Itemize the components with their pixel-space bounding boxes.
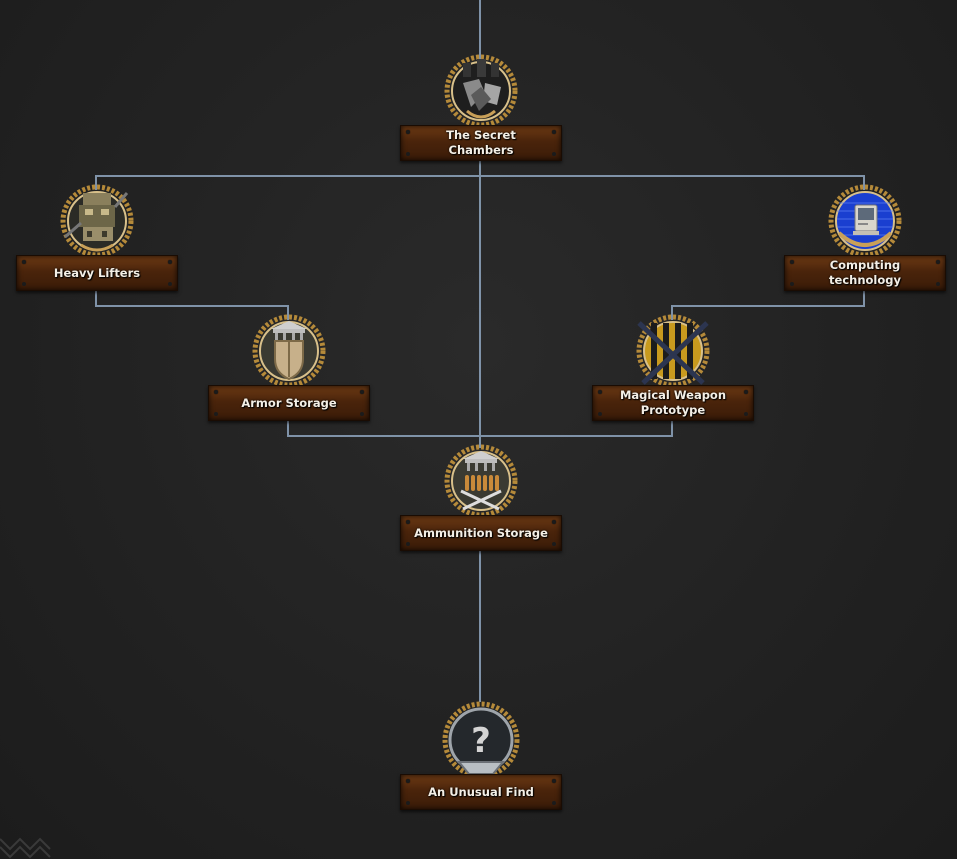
focus-secret-chambers[interactable]: The Secret Chambers [400, 53, 562, 161]
corner-pattern-icon [0, 837, 51, 859]
focus-label-plate: An Unusual Find [400, 774, 562, 810]
focus-unusual-find[interactable]: ? An Unusual Find [400, 700, 562, 810]
focus-magical-weapon-prototype[interactable]: Magical Weapon Prototype [592, 313, 754, 421]
connector-heavy-armor [95, 288, 289, 320]
focus-label: Magical Weapon Prototype [619, 388, 727, 417]
svg-text:?: ? [471, 721, 491, 761]
focus-computing-technology[interactable]: Computing technology [784, 183, 946, 291]
focus-label-plate: The Secret Chambers [400, 125, 562, 161]
focus-label: Heavy Lifters [53, 265, 141, 280]
question-mark-icon: ? [439, 700, 523, 784]
focus-heavy-lifters[interactable]: Heavy Lifters [16, 183, 178, 291]
focus-label-plate: Heavy Lifters [16, 255, 178, 291]
secret-chambers-icon [441, 53, 521, 133]
focus-label-plate: Magical Weapon Prototype [592, 385, 754, 421]
focus-label: The Secret Chambers [446, 128, 516, 157]
focus-label-plate: Ammunition Storage [400, 515, 562, 551]
armor-shield-icon [249, 313, 329, 393]
focus-label: Armor Storage [241, 395, 337, 410]
focus-label: Ammunition Storage [414, 525, 548, 540]
connector-computing-magical [671, 288, 865, 320]
crossed-rifles-icon [633, 313, 713, 393]
focus-label: An Unusual Find [428, 784, 534, 799]
focus-label: Computing technology [829, 258, 901, 287]
ammunition-icon [441, 443, 521, 523]
computer-icon [825, 183, 905, 263]
focus-ammunition-storage[interactable]: Ammunition Storage [400, 443, 562, 551]
focus-label-plate: Armor Storage [208, 385, 370, 421]
focus-label-plate: Computing technology [784, 255, 946, 291]
focus-armor-storage[interactable]: Armor Storage [208, 313, 370, 421]
connector-armor-ammo [287, 418, 673, 437]
heavy-lifters-icon [57, 183, 137, 263]
